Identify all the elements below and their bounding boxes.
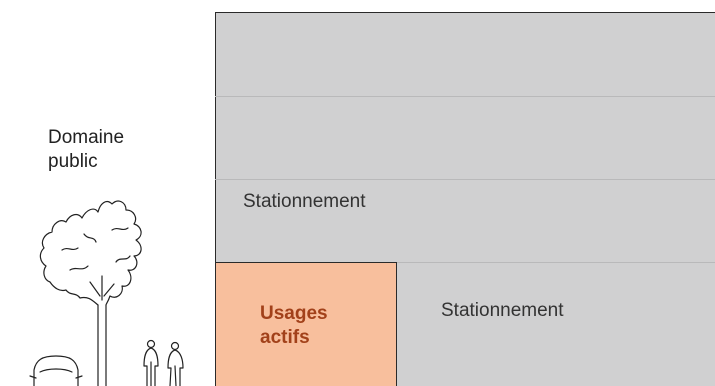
active-uses-block bbox=[215, 262, 397, 386]
upper-parking-label: Stationnement bbox=[243, 191, 366, 212]
ground-parking-label: Stationnement bbox=[441, 300, 564, 321]
pedestrian-icon bbox=[143, 339, 184, 386]
active-uses-label: Usages actifs bbox=[260, 303, 328, 348]
floor-divider bbox=[215, 179, 715, 180]
car-icon bbox=[29, 355, 83, 386]
tree-icon bbox=[39, 200, 142, 386]
floor-divider bbox=[215, 96, 715, 97]
public-domain-label: Domaine public bbox=[48, 127, 125, 172]
floor-divider bbox=[215, 262, 715, 263]
